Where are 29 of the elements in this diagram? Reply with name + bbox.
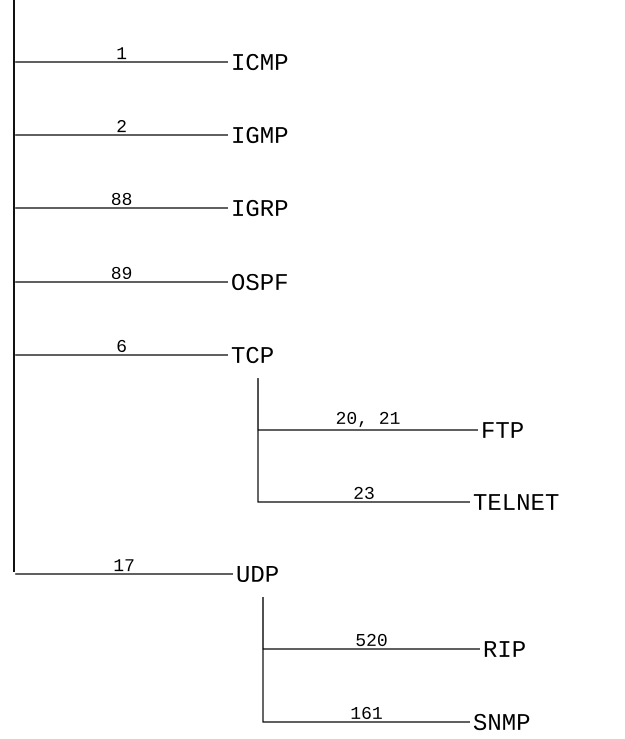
edge-label: 88 (112, 192, 132, 206)
connector-line (15, 134, 228, 136)
edge-label: 6 (118, 340, 126, 352)
edge-label: 520 (356, 634, 387, 646)
protocol-label: RIP (484, 641, 525, 657)
edge-label: 17 (114, 559, 134, 572)
connector-line (15, 281, 228, 283)
edge-label: 23 (354, 486, 374, 500)
edge-label: 161 (352, 706, 382, 720)
protocol-label: FTP (483, 422, 523, 438)
protocol-label: UDP (238, 566, 278, 582)
protocol-label: IGMP (233, 126, 288, 144)
edge-label: 2 (117, 120, 126, 132)
edge-label: 89 (112, 266, 132, 280)
protocol-label: ICMP (233, 54, 288, 70)
edge-label: 20, 21 (336, 412, 400, 428)
connector-line (262, 596, 470, 723)
connector-line (15, 207, 228, 209)
protocol-label: IGRP (233, 200, 288, 216)
connector-line (15, 61, 228, 63)
protocol-label: TELNET (474, 494, 558, 510)
connector-line (15, 573, 233, 575)
vertical-line (13, 0, 15, 572)
connector-line (15, 354, 228, 356)
protocol-label: TCP (232, 346, 273, 364)
protocol-label: OSPF (232, 274, 287, 290)
connector-line (257, 378, 470, 503)
edge-label: 1 (118, 47, 126, 60)
protocol-label: SNMP (474, 714, 530, 730)
